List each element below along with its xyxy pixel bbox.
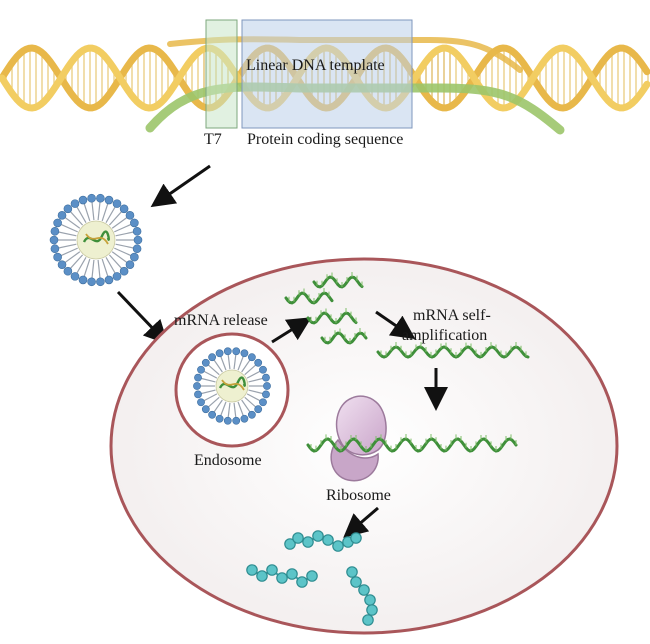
coding-sequence-label: Protein coding sequence — [247, 131, 403, 148]
t7-label: T7 — [204, 131, 222, 148]
arrow-to-protein — [343, 506, 379, 538]
t7-promoter-box — [205, 19, 238, 129]
arrow-lnp-to-cell — [116, 290, 169, 345]
arrow-self-amplification — [375, 310, 416, 340]
lipid-nanoparticle — [49, 193, 143, 287]
endosome-label: Endosome — [194, 452, 262, 469]
ribosome-label: Ribosome — [326, 487, 391, 504]
amplified-mrna-strand — [376, 342, 530, 359]
self-amplification-label-line1: mRNA self- — [413, 307, 491, 324]
endosome-lipid-nanoparticle — [193, 347, 271, 425]
self-amplification-label-line2: amplification — [402, 327, 487, 344]
translated-mrna-strand — [306, 434, 518, 453]
arrow-mrna-release — [271, 317, 312, 344]
dna-template-box — [241, 19, 413, 129]
released-mrna-strands — [284, 272, 368, 345]
protein-chains — [246, 530, 378, 626]
arrow-dna-to-lnp — [150, 164, 211, 208]
mrna-release-label: mRNA release — [174, 312, 268, 329]
dna-template-label: Linear DNA template — [246, 57, 385, 74]
